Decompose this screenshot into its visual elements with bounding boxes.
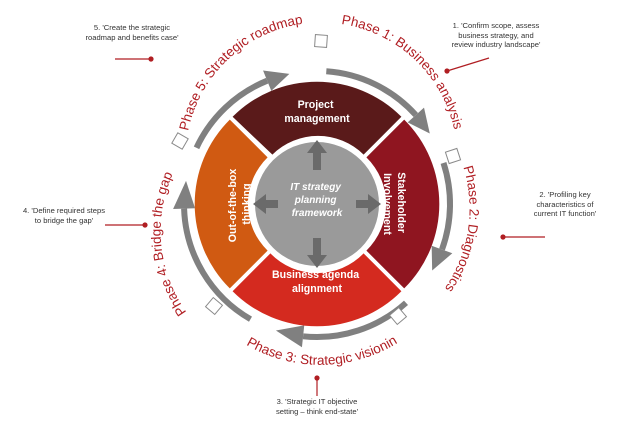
note-markers	[105, 56, 545, 396]
phase-box-icon	[444, 147, 462, 165]
segment-business-agenda-alignment	[232, 253, 402, 327]
center-label: IT strategy planning framework	[290, 182, 343, 219]
phase-box-icon	[204, 296, 224, 316]
phase-box-icon	[314, 34, 328, 48]
segment-stakeholder-involvement	[366, 119, 440, 289]
ring-arrow-phase-5	[193, 77, 269, 150]
business-agenda-alignment-label: Business agenda alignment	[272, 269, 362, 295]
framework-wheel: IT strategy planning framework Project m…	[194, 81, 440, 327]
arrow-down-icon	[307, 238, 327, 268]
center-arrows	[253, 140, 381, 268]
ring-arrow-phase-1	[326, 68, 419, 118]
stakeholder-involvement-label: Stakeholder Involvement	[381, 172, 407, 236]
phase-boxes	[171, 34, 462, 326]
arrowhead-icon	[407, 107, 430, 134]
phase-box-icon	[388, 306, 408, 326]
arrow-left-icon	[253, 194, 278, 214]
segment-project-management	[232, 81, 402, 155]
ring-arrow-phase-2	[439, 161, 453, 251]
project-management-label: Project management	[284, 99, 350, 125]
arrowhead-icon	[431, 245, 453, 271]
out-of-the-box-thinking-label: Out-of-the-box thinking	[227, 166, 253, 243]
center-hub	[255, 142, 379, 266]
arrowhead-icon	[173, 180, 196, 210]
ring-arrow-phase-4	[181, 208, 253, 322]
arrowhead-icon	[275, 325, 305, 348]
segment-out-of-the-box-thinking	[194, 119, 268, 289]
arrow-right-icon	[356, 194, 381, 214]
phase-box-icon	[171, 132, 189, 150]
arrow-up-icon	[307, 140, 327, 170]
arrowhead-icon	[263, 70, 290, 91]
